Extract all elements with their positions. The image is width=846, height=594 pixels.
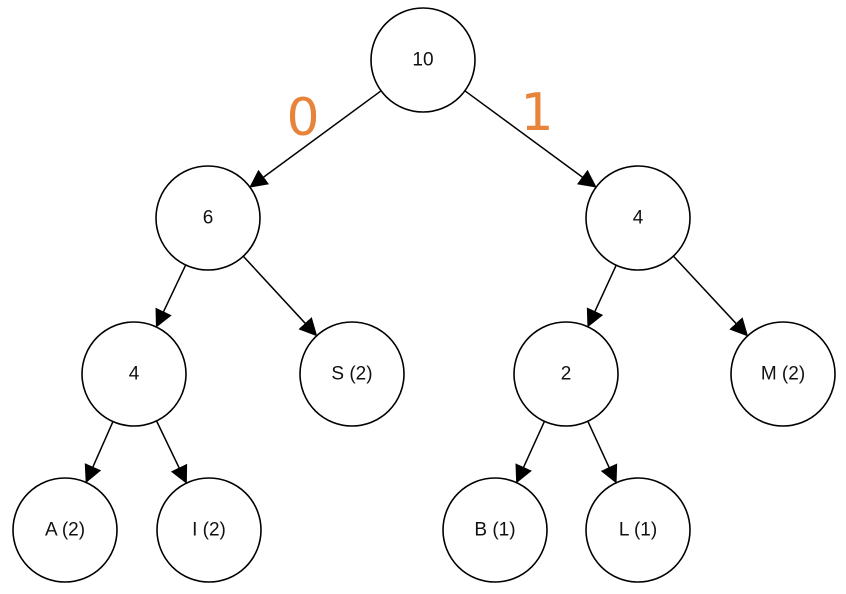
tree-node-n4l: 4	[81, 321, 187, 427]
tree-node-i: I (2)	[156, 477, 262, 583]
node-circle	[585, 165, 691, 271]
tree-node-m: M (2)	[730, 321, 836, 427]
node-circle	[12, 477, 118, 583]
node-circle	[370, 7, 476, 113]
edge-n4r-to-m	[672, 255, 749, 337]
node-circle	[585, 477, 691, 583]
node-circle	[155, 165, 261, 271]
tree-node-l: L (1)	[585, 477, 691, 583]
edge-root-to-n4r	[464, 90, 597, 188]
node-circle	[156, 477, 262, 583]
edge-label-one: 1	[520, 83, 553, 143]
node-circle	[81, 321, 187, 427]
node-label: 10	[412, 50, 433, 71]
node-label: 4	[633, 208, 644, 229]
node-circle	[442, 477, 548, 583]
edge-label-zero: 0	[286, 88, 319, 148]
tree-node-s: S (2)	[299, 321, 405, 427]
node-label: B (1)	[474, 520, 515, 541]
node-circle	[730, 321, 836, 427]
node-label: 6	[203, 208, 214, 229]
edges-layer	[84, 90, 749, 484]
node-label: 4	[129, 364, 140, 385]
edge-n4l-to-i	[155, 420, 188, 484]
edge-n6-to-n4l	[155, 264, 187, 328]
node-circle	[299, 321, 405, 427]
tree-node-n4r: 4	[585, 165, 691, 271]
node-label: M (2)	[761, 364, 805, 385]
node-label: L (1)	[619, 520, 657, 541]
tree-node-n6: 6	[155, 165, 261, 271]
tree-node-b: B (1)	[442, 477, 548, 583]
tree-node-a: A (2)	[12, 477, 118, 583]
edge-n2-to-l	[587, 420, 618, 484]
tree-node-root: 10	[370, 7, 476, 113]
node-label: 2	[561, 364, 572, 385]
edge-n2-to-b	[515, 421, 546, 484]
node-label: S (2)	[331, 364, 372, 385]
node-circle	[513, 321, 619, 427]
edge-n4l-to-a	[84, 421, 114, 484]
node-label: I (2)	[192, 520, 226, 541]
tree-node-n2: 2	[513, 321, 619, 427]
edge-n6-to-s	[242, 255, 318, 337]
node-label: A (2)	[45, 520, 85, 541]
edge-root-to-n6	[249, 90, 382, 188]
edge-n4r-to-n2	[586, 264, 617, 328]
